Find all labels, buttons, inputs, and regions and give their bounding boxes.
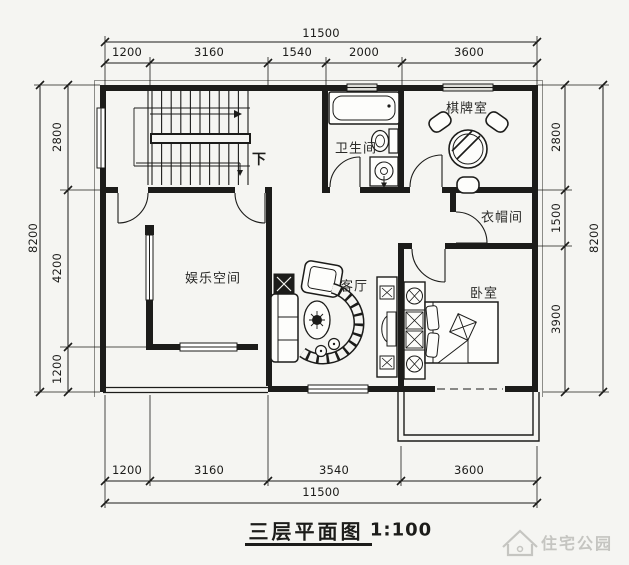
window-living-room-bottom: [307, 384, 369, 394]
chess-chair: [456, 176, 480, 194]
dim-top-seg-2: 3160: [193, 45, 225, 59]
door-cloakroom: [455, 211, 488, 244]
terrace-railing: [103, 386, 268, 394]
stair-landing-lines: [133, 107, 250, 167]
window-entertainment-inner-vertical: [145, 234, 154, 301]
dim-top-total: 11500: [302, 26, 340, 40]
dim-top-seg-1: 1200: [111, 45, 143, 59]
bed: [424, 301, 499, 364]
title-underline: [245, 543, 372, 546]
bathtub: [328, 91, 400, 125]
room-label-entertainment-space: 娱乐空间: [184, 271, 242, 287]
room-label-cloakroom: 衣帽间: [480, 210, 524, 226]
dim-top-seg-5: 3600: [453, 45, 485, 59]
doors: [117, 154, 488, 283]
dim-bottom-seg-1: 1200: [111, 463, 143, 477]
dim-bottom-seg-3: 3540: [318, 463, 350, 477]
room-label-bathroom: 卫生间: [334, 141, 378, 157]
window-top-chess-room: [442, 83, 494, 92]
room-label-chess-room: 棋牌室: [445, 101, 489, 117]
bedroom-furniture: [403, 281, 499, 380]
door-bedroom: [411, 248, 446, 283]
dimension-lines: [34, 36, 609, 508]
drawing-scale: 1:100: [369, 519, 433, 541]
staircase: [133, 91, 251, 185]
window-entertainment-inner-bottom: [179, 342, 238, 352]
dim-top-seg-4: 2000: [348, 45, 380, 59]
dim-bottom-total: 11500: [302, 485, 340, 499]
curved-sofa: [299, 282, 365, 365]
house-logo-icon: [502, 529, 538, 557]
window-left-staircase: [96, 107, 106, 169]
drawing-title: 三层平面图: [248, 519, 364, 544]
mahjong-table: [448, 129, 488, 169]
dim-left-seg-2: 4200: [50, 252, 64, 284]
wardrobe-column: [403, 281, 426, 380]
side-sofa: [270, 293, 299, 363]
stair-handrail: [150, 133, 251, 144]
watermark-logo-text: 住宅公园: [540, 534, 614, 553]
stair-direction-arrows: [136, 110, 243, 176]
stairs-down-label: 下: [252, 152, 266, 168]
dimension-ticks: [35, 37, 608, 508]
dim-left-total: 8200: [26, 222, 40, 254]
windows: [96, 83, 494, 394]
living-room-furniture: [270, 260, 398, 378]
chess-chair: [428, 111, 452, 133]
armchair: [300, 260, 344, 298]
window-top-bathroom: [346, 83, 378, 92]
dim-right-total: 8200: [587, 222, 601, 254]
dim-left-seg-3: 1200: [50, 353, 64, 385]
room-label-bedroom: 卧室: [469, 286, 499, 302]
outer-walls: [100, 85, 538, 392]
room-label-living-room: 客厅: [339, 279, 369, 295]
coffee-table: [303, 300, 331, 340]
door-bathroom: [329, 156, 361, 188]
dim-right-seg-1: 2800: [549, 121, 563, 153]
dimension-chain-lines: [39, 41, 604, 504]
dim-bottom-seg-4: 3600: [453, 463, 485, 477]
interior-walls: [100, 85, 538, 386]
balcony: [397, 388, 540, 442]
eave-outline: [94, 80, 543, 397]
tv-corner-unit: [273, 273, 295, 295]
stools: [314, 337, 341, 358]
toilet: [370, 128, 399, 154]
door-entertainment-left: [117, 192, 149, 224]
dim-left-seg-1: 2800: [50, 121, 64, 153]
dim-right-seg-3: 3900: [549, 303, 563, 335]
sink: [369, 156, 399, 188]
chess-chair: [485, 111, 509, 133]
dim-top-seg-3: 1540: [281, 45, 313, 59]
bathroom-fixtures: [328, 91, 400, 188]
door-chess-room: [409, 154, 443, 188]
mahjong-table-set: [428, 111, 509, 194]
dim-right-seg-2: 1500: [549, 202, 563, 234]
door-entertainment-right: [234, 192, 266, 224]
tv-cabinet: [376, 276, 398, 378]
dim-bottom-seg-2: 3160: [193, 463, 225, 477]
